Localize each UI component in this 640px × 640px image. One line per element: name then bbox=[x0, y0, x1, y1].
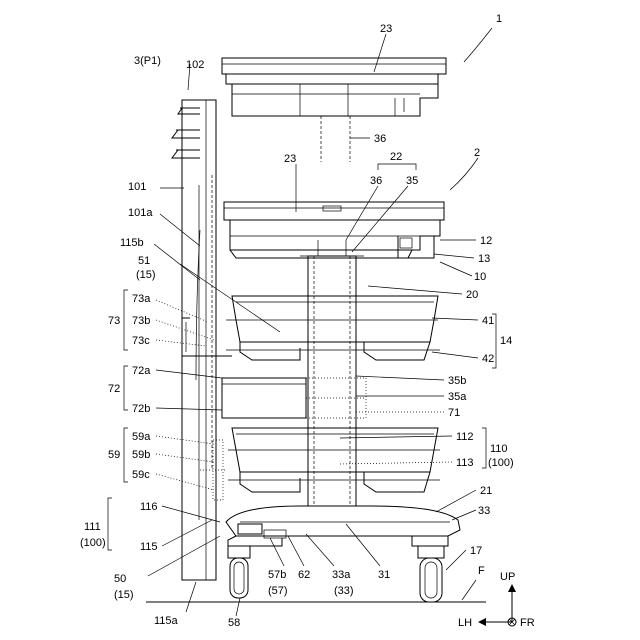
label-115: 115 bbox=[140, 541, 158, 553]
label-14: 14 bbox=[500, 335, 512, 347]
label-59: 59 bbox=[108, 449, 120, 461]
label-12: 12 bbox=[480, 235, 492, 247]
label-36: 36 bbox=[370, 175, 382, 187]
label-59a: 59a bbox=[132, 431, 151, 443]
label-100-b: (100) bbox=[80, 537, 106, 549]
label-36-top: 36 bbox=[374, 133, 386, 145]
label-72a: 72a bbox=[132, 365, 151, 377]
label-23-top: 23 bbox=[380, 23, 392, 35]
label-72b: 72b bbox=[132, 403, 150, 415]
label-100-a: (100) bbox=[488, 457, 514, 469]
main-tray bbox=[224, 202, 444, 258]
label-35a: 35a bbox=[448, 391, 467, 403]
label-57: (57) bbox=[268, 585, 288, 597]
label-73c: 73c bbox=[132, 335, 150, 347]
label-115a: 115a bbox=[154, 615, 179, 627]
label-1: 1 bbox=[496, 13, 502, 25]
label-113: 113 bbox=[456, 457, 474, 469]
frame-column bbox=[172, 100, 232, 580]
label-57b: 57b bbox=[268, 569, 286, 581]
label-73: 73 bbox=[108, 315, 120, 327]
label-F: F bbox=[478, 565, 485, 577]
drawer-upper bbox=[226, 296, 440, 360]
label-62: 62 bbox=[298, 569, 310, 581]
label-72: 72 bbox=[108, 383, 120, 395]
label-73b: 73b bbox=[132, 315, 150, 327]
label-59c: 59c bbox=[132, 469, 150, 481]
label-brackets bbox=[108, 164, 496, 550]
label-35: 35 bbox=[406, 175, 418, 187]
label-115b: 115b bbox=[120, 237, 144, 249]
cart-base bbox=[226, 506, 460, 546]
label-UP: UP bbox=[500, 571, 515, 583]
label-102: 102 bbox=[186, 59, 204, 71]
direction-indicator bbox=[478, 584, 516, 626]
label-51: 51 bbox=[138, 255, 150, 267]
label-10: 10 bbox=[474, 271, 486, 283]
label-FR: FR bbox=[520, 617, 535, 629]
label-20: 20 bbox=[466, 289, 478, 301]
label-21: 21 bbox=[480, 485, 492, 497]
label-15-a: (15) bbox=[136, 269, 156, 281]
label-33-b: (33) bbox=[334, 585, 354, 597]
label-111: 111 bbox=[84, 521, 101, 533]
label-101a: 101a bbox=[128, 207, 153, 219]
label-15-b: (15) bbox=[114, 589, 134, 601]
drawer-lower bbox=[228, 428, 440, 492]
label-50: 50 bbox=[114, 573, 126, 585]
reference-labels: 1 2 3(P1) 102 23 36 23 22 36 35 101 101a… bbox=[80, 13, 535, 629]
shelf-72 bbox=[222, 378, 366, 418]
label-73a: 73a bbox=[132, 293, 151, 305]
label-101: 101 bbox=[128, 181, 146, 193]
label-71: 71 bbox=[448, 407, 460, 419]
label-17: 17 bbox=[470, 545, 482, 557]
label-31: 31 bbox=[378, 569, 390, 581]
label-42: 42 bbox=[482, 353, 494, 365]
label-41: 41 bbox=[482, 315, 494, 327]
central-pole bbox=[300, 240, 364, 506]
label-13: 13 bbox=[478, 253, 490, 265]
label-2: 2 bbox=[474, 147, 480, 159]
top-tray-exploded bbox=[222, 58, 446, 162]
label-3-p1: 3(P1) bbox=[134, 55, 161, 67]
label-116: 116 bbox=[140, 501, 158, 513]
label-33: 33 bbox=[478, 505, 490, 517]
label-22: 22 bbox=[390, 151, 402, 163]
label-33a: 33a bbox=[332, 569, 351, 581]
label-112: 112 bbox=[456, 431, 474, 443]
label-35b: 35b bbox=[448, 375, 466, 387]
label-23-main: 23 bbox=[284, 153, 296, 165]
label-LH: LH bbox=[458, 617, 472, 629]
label-58: 58 bbox=[228, 617, 240, 629]
label-110: 110 bbox=[490, 443, 508, 455]
label-59b: 59b bbox=[132, 449, 150, 461]
